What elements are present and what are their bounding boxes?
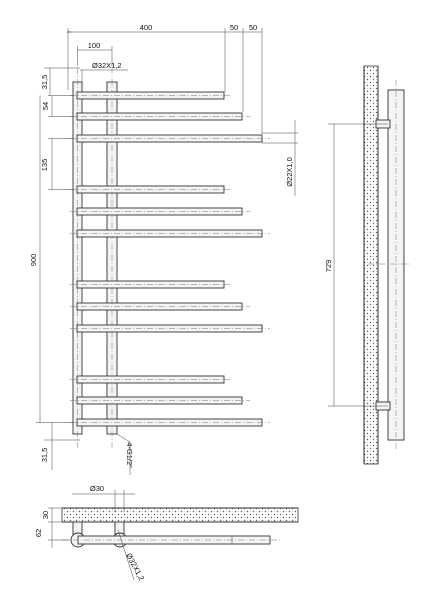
dim-text-bracket-diameter: Ø30 [90, 484, 104, 493]
dim-overall-width: 400 [68, 23, 226, 92]
plan-wall-section [61, 507, 299, 523]
dim-connection-label: 4-G1/2" [116, 433, 134, 475]
dim-text-top-offset: 31,5 [40, 75, 49, 90]
dim-text-collector-tube: Ø32X1,2 [92, 61, 122, 70]
bar-group-4 [76, 375, 263, 427]
dim-text-bar-tube: Ø22X1,0 [285, 157, 294, 187]
dim-wall-offset: 30 [41, 507, 64, 523]
bar-centrelines [70, 95, 270, 423]
bar-group-1 [76, 91, 263, 143]
dim-text-wall-offset: 30 [41, 511, 50, 519]
dim-text-100: 100 [88, 41, 101, 50]
dim-text-overall-height: 900 [29, 254, 38, 267]
dim-bar-tube-label: Ø22X1,0 [262, 120, 298, 196]
dim-bracket-spacing: 729 [324, 123, 388, 407]
plan-bracket-left [72, 521, 83, 535]
dim-text-400: 400 [140, 23, 153, 32]
dim-text-bottom-offset: 31,5 [40, 448, 49, 463]
dim-pipe-offsets: 50 50 [225, 23, 263, 134]
dim-text-depth: 62 [34, 529, 43, 537]
dim-depth: 62 [34, 522, 70, 548]
dim-text-50-a: 50 [230, 23, 238, 32]
front-view: 400 50 50 100 Ø32X1,2 31,5 [29, 23, 298, 475]
dim-text-plan-collector-tube: Ø32X1,2 [124, 552, 146, 582]
dim-text-729: 729 [324, 260, 333, 273]
dim-left-chain: 31,5 54 135 900 31,5 [29, 67, 80, 470]
dim-text-bar-spacing: 54 [41, 102, 50, 110]
dim-text-50-b: 50 [249, 23, 257, 32]
plan-view: Ø30 30 62 Ø32X1,2 [34, 484, 299, 582]
dim-text-connection: 4-G1/2" [125, 442, 134, 468]
dim-collector-spacing: 100 [77, 41, 113, 66]
dim-collector-tube-label: Ø32X1,2 [80, 61, 128, 82]
side-view: 729 [324, 65, 412, 465]
plan-bracket-right [114, 521, 125, 535]
dim-bracket-diameter: Ø30 [72, 484, 135, 512]
dim-text-group-spacing: 135 [40, 159, 49, 172]
